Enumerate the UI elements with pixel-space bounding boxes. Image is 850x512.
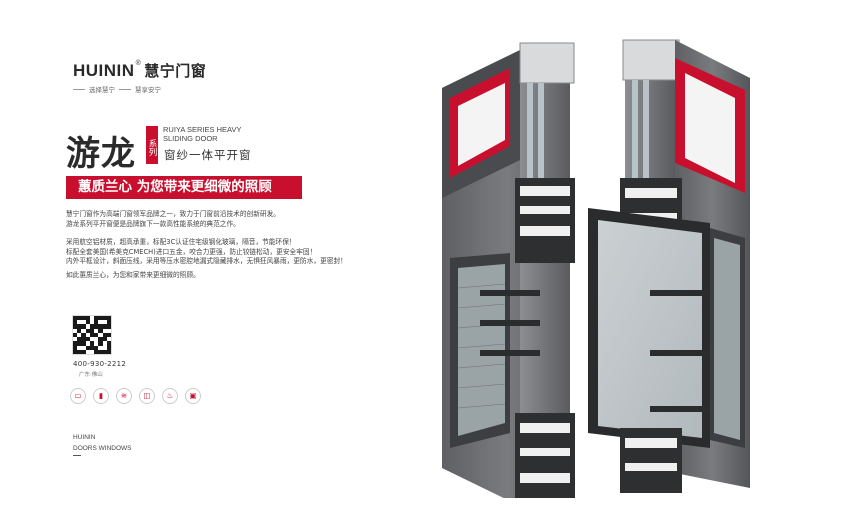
brand-tagline: 选择慧宁 慧享安宁 xyxy=(73,84,206,94)
intro-line: 游龙系列平开窗便是品牌旗下一款高性能系统的典范之作。 xyxy=(66,219,240,228)
phone-number: 400-930-2212 xyxy=(73,360,127,368)
product-subtitle: 窗纱一体平开窗 xyxy=(164,148,252,162)
feature-line: 内外平框设计，斜面压线，采用等压水密腔地漏式隐藏排水，无惧狂风暴雨，更防水，更密… xyxy=(66,257,347,265)
glass-icon: ◫ xyxy=(139,388,155,404)
feature-item: ♨ xyxy=(162,388,178,404)
feature-item: ▮ xyxy=(93,388,109,404)
product-title: 游龙 xyxy=(66,134,136,174)
footer-dash xyxy=(73,455,81,456)
footer-brand: HUININ DOORS WINDOWS xyxy=(73,432,132,454)
left-window-module xyxy=(442,42,575,498)
qr-code[interactable] xyxy=(72,315,112,355)
footer-brand-line1: HUININ xyxy=(73,434,96,441)
slogan-banner: 蕙质兰心 为您带来更细微的照顾 xyxy=(66,176,302,199)
feature-line: 采用航空铝材质，超高承重，标配3C认证住宅级钢化玻璃，隔音，节能环保！ xyxy=(66,238,296,246)
window-section-illustration xyxy=(442,39,750,498)
wind-icon: ≋ xyxy=(116,388,132,404)
tagline-rule-mid xyxy=(119,88,131,90)
feature-item: ▣ xyxy=(185,388,201,404)
tagline-right: 慧享安宁 xyxy=(135,86,161,94)
brand-name: HUININ®慧宁门窗 xyxy=(73,60,206,81)
feature-item: ◫ xyxy=(139,388,155,404)
lock-icon: ▣ xyxy=(185,388,201,404)
window-icon: ▭ xyxy=(70,388,86,404)
location: 广东·佛山 xyxy=(79,372,103,378)
tagline-rule-left xyxy=(73,88,85,90)
closing-line: 如此蕙质兰心，为您和家带来更细微的照顾。 xyxy=(66,271,200,279)
feature-line: 标配全套美国(希美克CMECH)进口五金，咬合力更强，防止铰链松动，更安全牢固！ xyxy=(66,247,317,256)
series-tag: 系列 xyxy=(146,126,158,164)
footer-brand-line2: DOORS WINDOWS xyxy=(73,445,132,452)
registered-mark: ® xyxy=(135,60,142,67)
tagline-left: 选择慧宁 xyxy=(89,86,115,94)
product-title-en: RUIYA SERIES HEAVY SLIDING DOOR xyxy=(163,125,242,143)
right-window-module xyxy=(588,39,750,493)
features-paragraph: 采用航空铝材质，超高承重，标配3C认证住宅级钢化玻璃，隔音，节能环保！ 标配全套… xyxy=(66,238,366,267)
feature-icon-row: ▭ ▮ ≋ ◫ ♨ ▣ xyxy=(70,388,201,404)
feature-item: ≋ xyxy=(116,388,132,404)
intro-line: 慧宁门窗作为高端门窗领军品牌之一，致力于门窗前沿技术的创新研发。 xyxy=(66,210,280,218)
profile-icon: ▮ xyxy=(93,388,109,404)
brand-name-en: HUININ xyxy=(73,61,135,80)
closing-paragraph: 如此蕙质兰心，为您和家带来更细微的照顾。 xyxy=(66,271,366,281)
heat-icon: ♨ xyxy=(162,388,178,404)
brand-logo: HUININ®慧宁门窗 选择慧宁 慧享安宁 xyxy=(73,60,206,94)
intro-paragraph: 慧宁门窗作为高端门窗领军品牌之一，致力于门窗前沿技术的创新研发。 游龙系列平开窗… xyxy=(66,210,366,229)
feature-item: ▭ xyxy=(70,388,86,404)
brand-name-cn: 慧宁门窗 xyxy=(144,63,207,80)
